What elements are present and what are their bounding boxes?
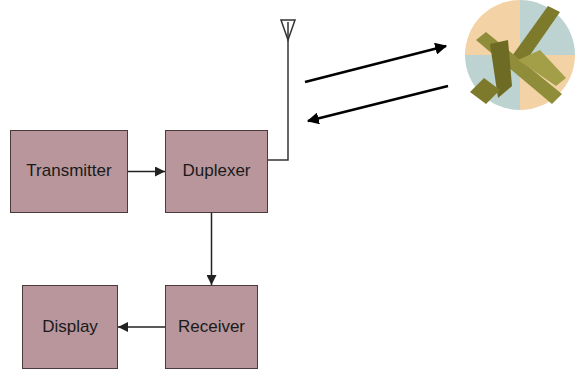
box-label: Transmitter (26, 161, 111, 181)
transmitter-box: Transmitter (10, 130, 128, 213)
signal-arrow (211, 213, 213, 285)
echo-wave (308, 86, 448, 121)
box-label: Display (42, 317, 98, 337)
transmitted-wave (305, 46, 446, 82)
receiver-box: Receiver (165, 285, 258, 369)
box-label: Receiver (178, 317, 245, 337)
box-label: Duplexer (182, 161, 250, 181)
signal-arrow (128, 171, 165, 173)
antenna-feed (268, 22, 288, 160)
aircraft-target (465, 0, 575, 110)
display-box: Display (22, 285, 118, 369)
antenna-symbol (281, 20, 295, 40)
signal-arrow (118, 326, 165, 328)
duplexer-box: Duplexer (165, 130, 268, 213)
